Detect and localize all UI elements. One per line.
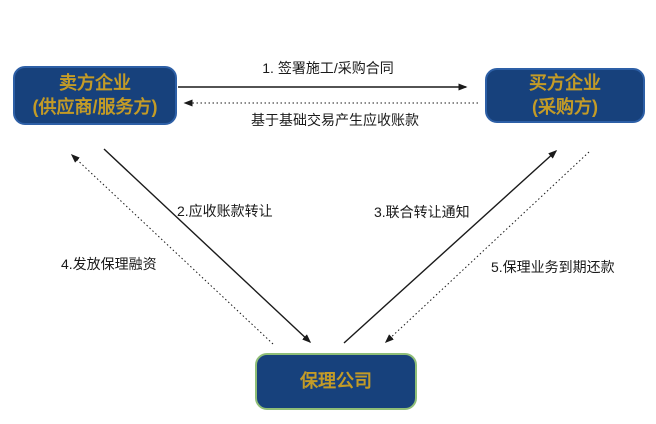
node-buyer-line1: 买方企业	[529, 73, 601, 94]
node-buyer-line2: (采购方)	[532, 96, 598, 117]
node-seller-line2: (供应商/服务方)	[32, 96, 158, 117]
node-factor-label: 保理公司	[300, 370, 372, 391]
arrow-joint-transfer-notice	[343, 149, 558, 344]
edge-label-factoring-financing: 4.发放保理融资	[61, 256, 157, 272]
arrow-maturity-repayment	[384, 151, 590, 344]
node-seller-line1: 卖方企业	[59, 73, 131, 94]
node-seller: 卖方企业 (供应商/服务方)	[13, 66, 177, 125]
edge-label-sign-contract: 1. 签署施工/采购合同	[262, 60, 394, 76]
edge-label-maturity-repayment: 5.保理业务到期还款	[491, 259, 615, 275]
edge-label-receivables-transfer: 2.应收账款转让	[177, 203, 273, 219]
arrow-factoring-financing	[70, 153, 274, 345]
node-buyer: 买方企业 (采购方)	[485, 68, 645, 123]
edge-label-joint-transfer-notice: 3.联合转让通知	[374, 204, 470, 220]
arrow-receivables-transfer	[103, 148, 312, 344]
edge-label-receivables-generated: 基于基础交易产生应收账款	[251, 112, 419, 128]
node-factor: 保理公司	[255, 353, 417, 410]
